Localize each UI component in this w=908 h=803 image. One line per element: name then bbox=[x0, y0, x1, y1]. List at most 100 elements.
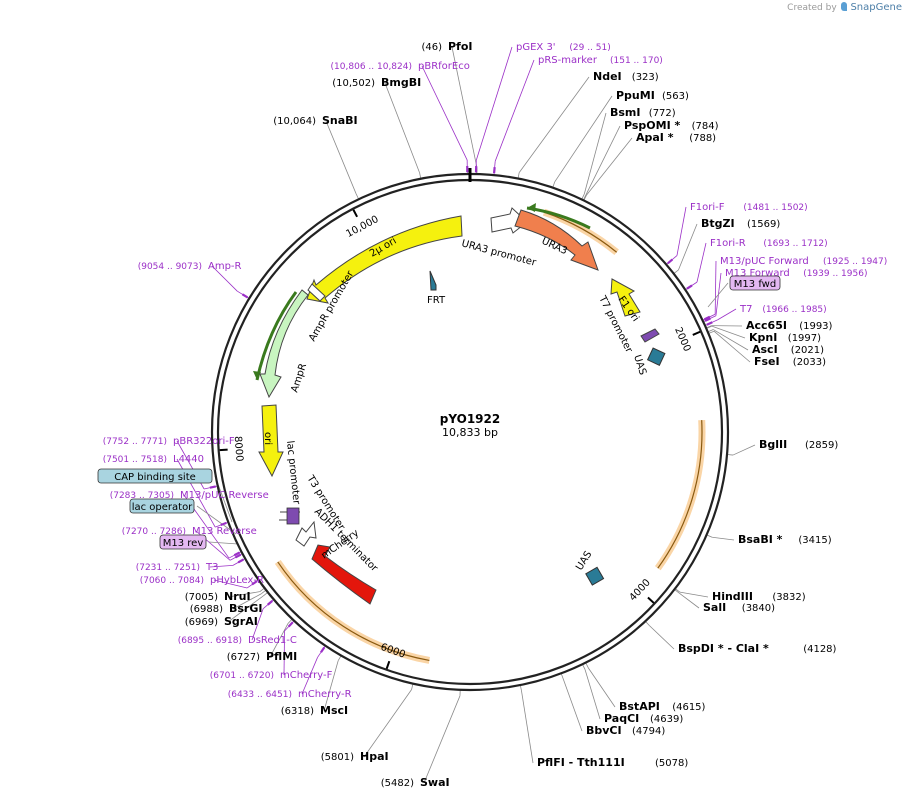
primer-name: pRS-marker bbox=[538, 55, 598, 66]
leader-line bbox=[711, 325, 746, 339]
features bbox=[253, 203, 666, 605]
plasmid-name: pYO1922 bbox=[440, 412, 500, 426]
leader-line bbox=[384, 82, 421, 173]
site-position: (1993) bbox=[799, 321, 832, 332]
site-position: (323) bbox=[632, 72, 659, 83]
primer-mark bbox=[234, 553, 242, 559]
box-background bbox=[729, 275, 781, 291]
primer-name: L4440 bbox=[173, 454, 204, 465]
site-name: PfoI bbox=[448, 40, 473, 53]
plasmid-title: pYO1922 10,833 bp bbox=[440, 412, 500, 439]
tick-label: 10,000 bbox=[344, 214, 380, 240]
site-name: BspDI * - ClaI * bbox=[678, 642, 769, 655]
primer-mark bbox=[667, 258, 674, 265]
site-name: ApaI * bbox=[636, 131, 674, 144]
site-position: (4639) bbox=[650, 714, 683, 725]
primer-position: (9054 .. 9073) bbox=[138, 262, 202, 272]
label-ampr: AmpR bbox=[289, 362, 309, 394]
primer-name: M13 Forward bbox=[725, 268, 790, 279]
leader-line bbox=[283, 630, 285, 676]
primer-name: Amp-R bbox=[208, 261, 242, 272]
site-name: PaqCI bbox=[604, 712, 639, 725]
leader-line bbox=[521, 690, 534, 764]
box-background bbox=[129, 498, 195, 514]
site-name: BsrGI bbox=[229, 602, 262, 615]
box-background bbox=[159, 534, 207, 550]
leader-line bbox=[363, 689, 412, 758]
site-label: Acc65I(1993) bbox=[746, 319, 833, 332]
site-name: AscI bbox=[752, 343, 778, 356]
leader-line bbox=[676, 206, 687, 256]
tick-mark bbox=[219, 448, 228, 452]
primer-label: pGEX 3'(29 .. 51) bbox=[516, 42, 611, 53]
primer-position: (7270 .. 7286) bbox=[122, 527, 186, 537]
primer-label: mCherry-F(6701 .. 6720) bbox=[210, 670, 333, 681]
tick-mark bbox=[692, 330, 701, 336]
primer-mark bbox=[209, 485, 216, 489]
primer-name: T3 bbox=[205, 562, 218, 573]
site-label: BsmI (772) bbox=[610, 106, 676, 119]
primer-position: (7231 .. 7251) bbox=[136, 563, 200, 573]
leader-line bbox=[679, 591, 709, 598]
ori-arrow bbox=[258, 404, 284, 478]
primer-position: (6433 .. 6451) bbox=[228, 690, 292, 700]
leader-line bbox=[269, 623, 289, 658]
leader-line bbox=[717, 308, 737, 321]
primer-position: (1966 .. 1985) bbox=[762, 305, 826, 315]
leader-line bbox=[494, 59, 535, 162]
primer-mark bbox=[241, 293, 249, 299]
leader-line bbox=[588, 667, 616, 708]
tick-mark bbox=[647, 596, 655, 604]
primer-position: (1925 .. 1947) bbox=[823, 257, 887, 267]
site-label: PfoI (46) bbox=[421, 40, 472, 53]
primer-strand-ampr bbox=[255, 291, 298, 381]
site-position: (563) bbox=[662, 91, 689, 102]
primer-position: (7501 .. 7518) bbox=[103, 455, 167, 465]
site-label: BbvCI(4794) bbox=[586, 724, 665, 737]
primer-label: pHybLex-R(7060 .. 7084) bbox=[140, 575, 264, 586]
primer-label: F1ori-F(1481 .. 1502) bbox=[690, 202, 808, 213]
leader-line bbox=[586, 137, 633, 196]
leader-line bbox=[423, 695, 461, 784]
primer-mark bbox=[704, 317, 711, 322]
primer-name: M13/pUC Reverse bbox=[180, 490, 269, 501]
primer-name: DsRed1-C bbox=[248, 635, 297, 646]
primer-label: M13/pUC Forward(1925 .. 1947) bbox=[720, 256, 887, 267]
primer-label: M13 Reverse(7270 .. 7286) bbox=[122, 526, 257, 537]
tick-mark bbox=[385, 660, 391, 670]
site-position: (772) bbox=[649, 108, 676, 119]
primer-label: M13 Forward (1939 .. 1956) bbox=[725, 268, 867, 279]
site-name: BstAPI bbox=[619, 700, 660, 713]
primer-label: L4440 (7501 .. 7518) bbox=[103, 454, 204, 465]
site-name: SwaI bbox=[420, 776, 450, 789]
site-label: HindIII(3832) bbox=[712, 590, 806, 603]
primer-position: (1939 .. 1956) bbox=[803, 269, 867, 279]
adh1-terminator-arrow bbox=[295, 520, 317, 547]
leader-line bbox=[713, 330, 751, 363]
leader-line bbox=[562, 678, 583, 732]
protein-bind-box: CAP binding site bbox=[97, 468, 213, 484]
leader-line bbox=[211, 265, 238, 292]
site-position: (2021) bbox=[791, 345, 824, 356]
site-label: PflMI(6727) bbox=[227, 650, 298, 663]
site-position: (10,064) bbox=[273, 116, 316, 127]
site-position: (5801) bbox=[321, 752, 354, 763]
mcherry-cds-arrow bbox=[311, 544, 377, 605]
label-lac-promoter: lac promoter bbox=[284, 440, 302, 506]
leader-line bbox=[251, 608, 264, 641]
site-name: BsmI bbox=[610, 106, 641, 119]
site-name: FseI bbox=[754, 355, 780, 368]
primer-arrowhead-ampr bbox=[253, 371, 261, 380]
site-label: BstAPI(4615) bbox=[619, 700, 706, 713]
site-name: MscI bbox=[320, 704, 348, 717]
label-uas-upper: UAS bbox=[631, 354, 648, 377]
primer-mark bbox=[237, 558, 244, 564]
site-position: (46) bbox=[421, 42, 442, 53]
box-background bbox=[97, 468, 213, 484]
site-name: NruI bbox=[224, 590, 251, 603]
leader-line bbox=[714, 260, 717, 315]
primer-label: pBRforEco(10,806 .. 10,824) bbox=[331, 61, 470, 72]
protein-bind-box: lac operator bbox=[129, 498, 195, 514]
primer-label: mCherry-R(6433 .. 6451) bbox=[228, 689, 352, 700]
